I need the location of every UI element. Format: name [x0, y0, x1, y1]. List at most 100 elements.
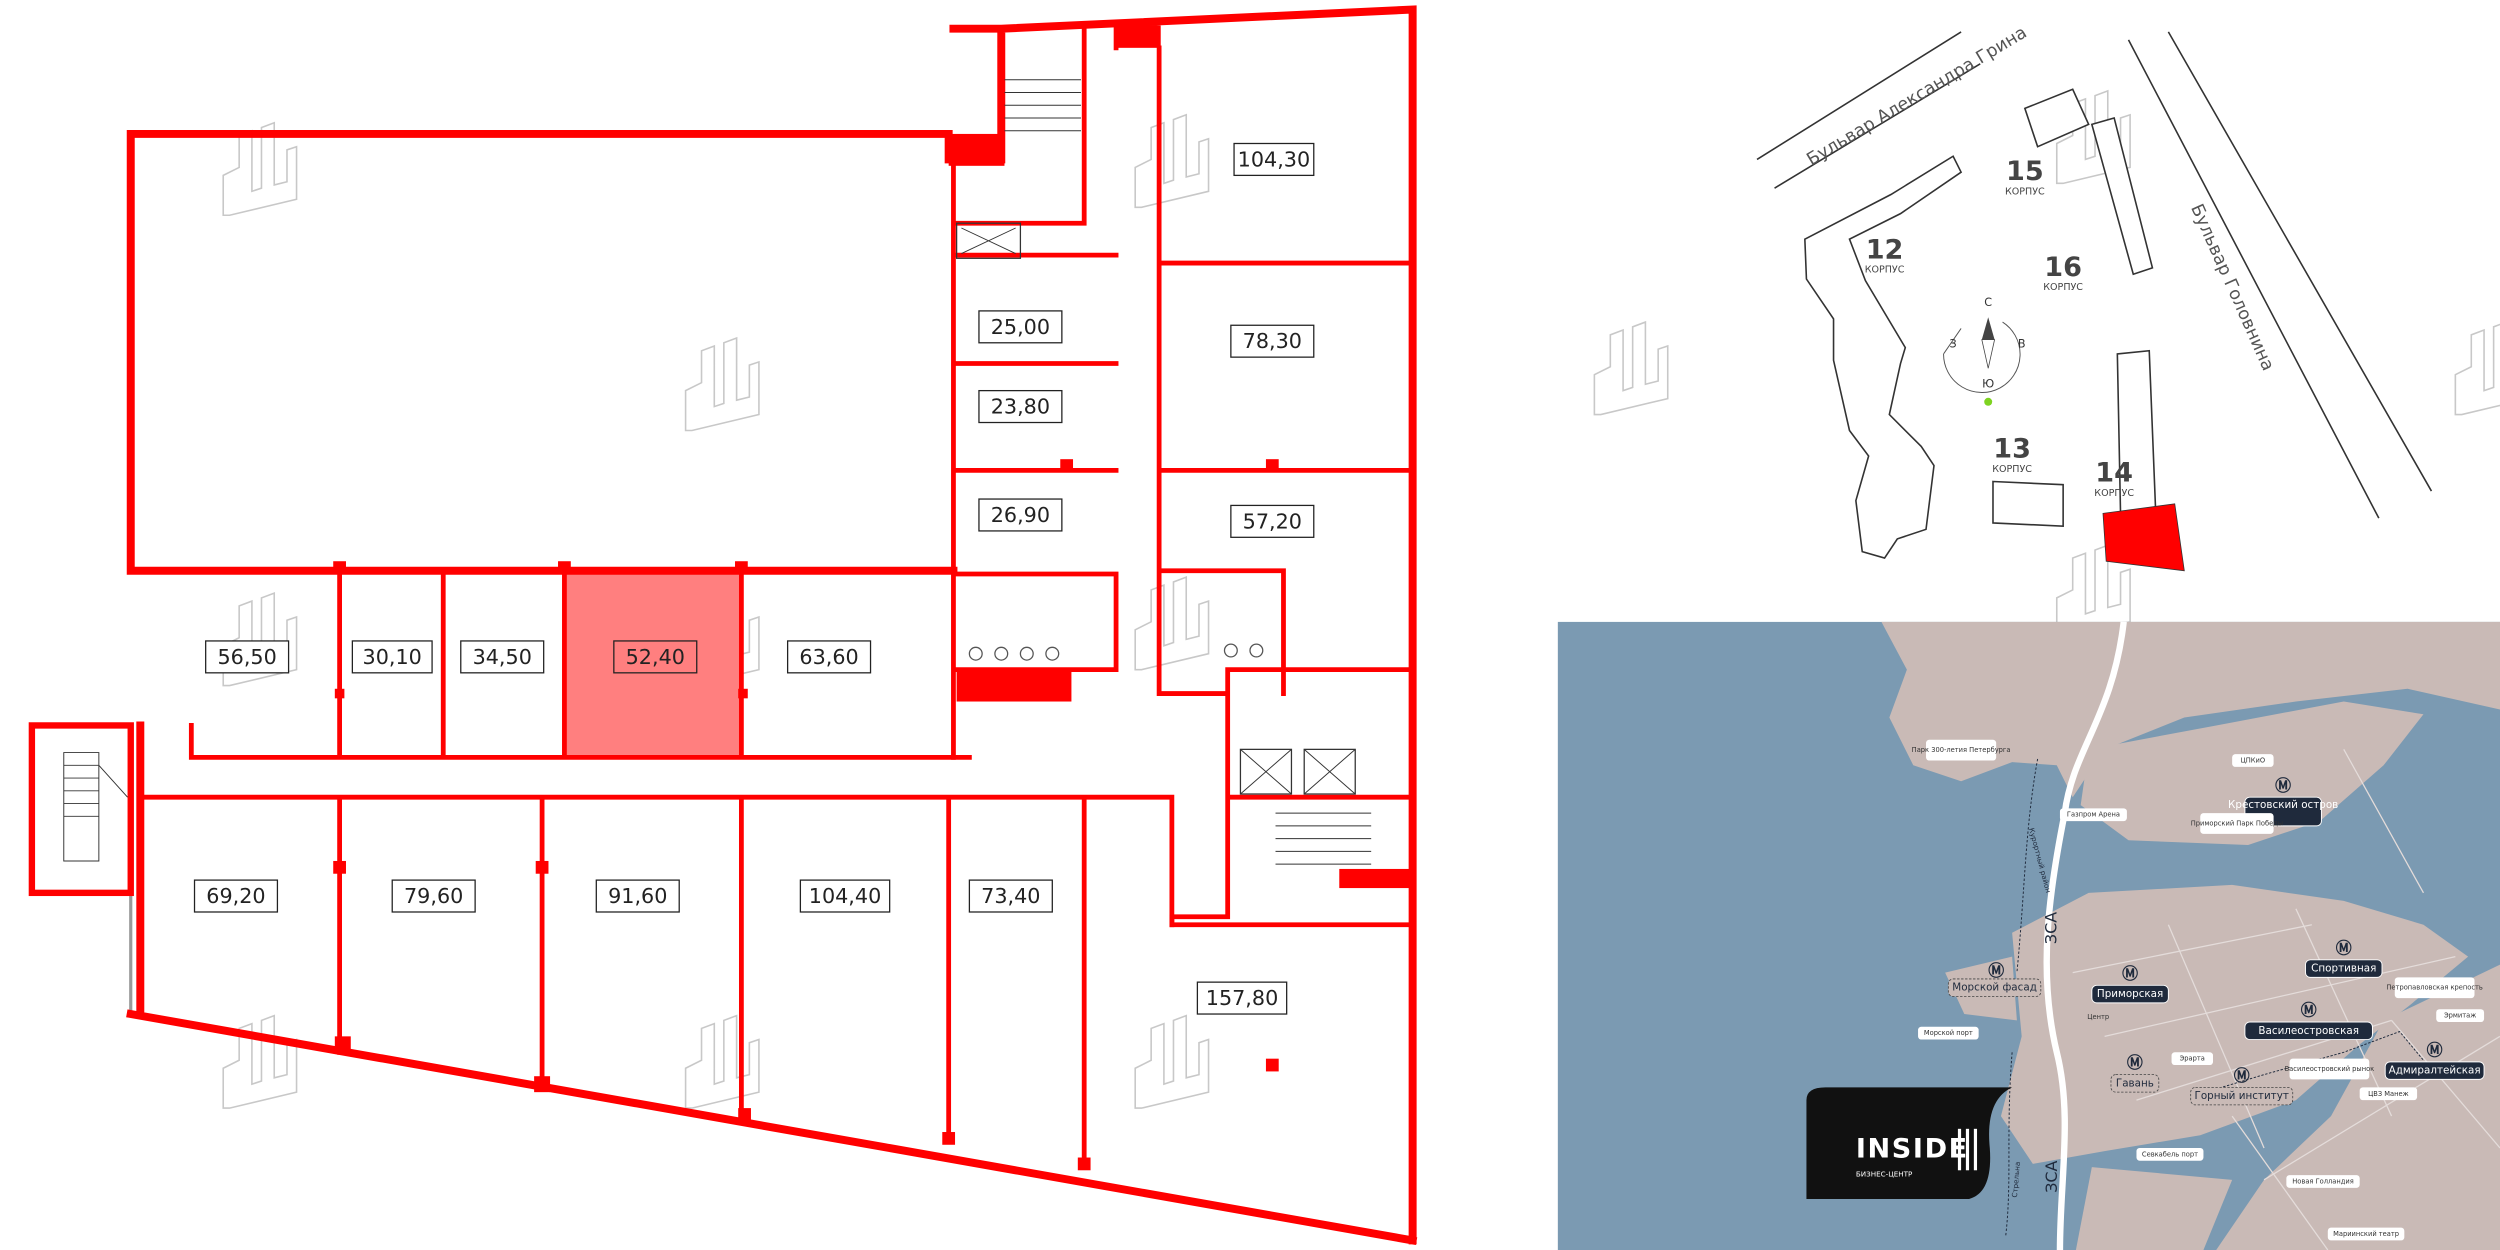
- room-26-90[interactable]: 26,90: [978, 498, 1063, 532]
- planned-station-gorny[interactable]: Горный институт: [2190, 1086, 2294, 1106]
- svg-text:БИЗНЕС-ЦЕНТР: БИЗНЕС-ЦЕНТР: [1856, 1170, 1913, 1179]
- compass-icon: С Ю З В: [1943, 296, 2026, 406]
- svg-text:Газпром Арена: Газпром Арена: [2067, 811, 2120, 819]
- svg-text:34,50: 34,50: [473, 645, 532, 669]
- room-25-00[interactable]: 25,00: [978, 310, 1063, 344]
- building-16-label: КОРПУС: [2043, 282, 2083, 293]
- planned-station-morskoy-fasad[interactable]: Морской фасад: [1947, 978, 2042, 997]
- svg-text:Ⓜ: Ⓜ: [2427, 1040, 2443, 1059]
- room-23-80[interactable]: 23,80: [978, 389, 1063, 424]
- svg-text:Горный институт: Горный институт: [2195, 1090, 2289, 1102]
- floor-plan: 104,30 25,00 78,30 23,80 26,90 57,20 56,…: [28, 5, 1418, 1246]
- svg-text:Эрмитаж: Эрмитаж: [2444, 1012, 2476, 1020]
- svg-text:Новая Голландия: Новая Голландия: [2292, 1177, 2354, 1185]
- room-78-30[interactable]: 78,30: [1230, 324, 1315, 358]
- metro-station-admiralteyskaya[interactable]: Адмиралтейская: [2384, 1061, 2485, 1080]
- building-16-number: 16: [2044, 252, 2082, 283]
- metro-station-sportivnaya[interactable]: Спортивная: [2305, 959, 2383, 978]
- selected-building-highlight[interactable]: [2102, 503, 2185, 572]
- svg-text:Ⓜ: Ⓜ: [2301, 1001, 2317, 1020]
- svg-text:Ⓜ: Ⓜ: [2122, 964, 2138, 983]
- zsa-highway: [2043, 621, 2127, 1250]
- svg-text:Мариинский театр: Мариинский театр: [2333, 1230, 2399, 1238]
- svg-text:79,60: 79,60: [404, 884, 463, 908]
- metro-station-primorskaya[interactable]: Приморская: [2091, 984, 2169, 1004]
- svg-text:23,80: 23,80: [991, 395, 1050, 419]
- room-157-80[interactable]: 157,80: [1196, 981, 1288, 1015]
- city-map: ЗСА ЗСА Курортный район Стрельна Крестов…: [1557, 621, 2500, 1250]
- room-52-40[interactable]: 52,40: [613, 640, 698, 674]
- svg-text:ЦПКиО: ЦПКиО: [2241, 757, 2266, 765]
- svg-text:157,80: 157,80: [1206, 986, 1279, 1010]
- restroom-icons: [968, 643, 1264, 661]
- building-15-number: 15: [2006, 156, 2044, 187]
- svg-text:Петропавловская крепость: Петропавловская крепость: [2386, 984, 2482, 992]
- street-label-golovnina: Бульвар Головнина: [2186, 201, 2278, 374]
- room-34-50[interactable]: 34,50: [460, 640, 545, 674]
- svg-text:52,40: 52,40: [626, 645, 685, 669]
- svg-text:Морской порт: Морской порт: [1924, 1029, 1973, 1037]
- building-13-number: 13: [1993, 434, 2031, 465]
- road-label: ЗСА: [2042, 1160, 2061, 1192]
- svg-text:Спортивная: Спортивная: [2311, 963, 2376, 975]
- svg-text:56,50: 56,50: [217, 645, 276, 669]
- svg-text:57,20: 57,20: [1243, 509, 1302, 533]
- room-56-50[interactable]: 56,50: [205, 640, 290, 674]
- svg-text:Приморская: Приморская: [2097, 988, 2163, 1000]
- svg-text:91,60: 91,60: [608, 884, 667, 908]
- building-12-number: 12: [1866, 234, 1904, 265]
- room-91-60[interactable]: 91,60: [595, 879, 680, 913]
- room-79-60[interactable]: 79,60: [391, 879, 476, 913]
- svg-text:Ⓜ: Ⓜ: [2336, 938, 2352, 957]
- svg-text:Севкабель порт: Севкабель порт: [2142, 1150, 2198, 1158]
- svg-text:Ⓜ: Ⓜ: [2127, 1053, 2143, 1072]
- svg-text:104,40: 104,40: [809, 884, 882, 908]
- site-plan: Бульвар Александра Грина Бульвар Головни…: [1593, 23, 2500, 639]
- svg-text:Ⓜ: Ⓜ: [2234, 1066, 2250, 1085]
- room-69-20[interactable]: 69,20: [193, 879, 279, 913]
- svg-text:Ⓜ: Ⓜ: [2275, 776, 2291, 795]
- svg-text:Гавань: Гавань: [2116, 1077, 2154, 1089]
- building-12-label: КОРПУС: [1865, 265, 1905, 276]
- svg-text:78,30: 78,30: [1243, 329, 1302, 353]
- svg-text:25,00: 25,00: [991, 315, 1050, 339]
- building-14-number: 14: [2095, 458, 2133, 489]
- building-13-label: КОРПУС: [1992, 464, 2032, 475]
- svg-text:Крестовский остров: Крестовский остров: [2228, 799, 2338, 811]
- svg-text:ЦВЗ Манеж: ЦВЗ Манеж: [2368, 1090, 2409, 1098]
- svg-text:В: В: [2018, 338, 2026, 351]
- svg-text:INSIDE: INSIDE: [1856, 1134, 1969, 1165]
- room-63-60[interactable]: 63,60: [786, 640, 872, 674]
- planned-station-gavan[interactable]: Гавань: [2110, 1074, 2160, 1093]
- road-label: ЗСА: [2042, 912, 2061, 944]
- room-104-30[interactable]: 104,30: [1233, 142, 1315, 177]
- svg-text:С: С: [1984, 296, 1992, 309]
- inside-logo: INSIDE БИЗНЕС-ЦЕНТР: [1806, 1087, 2013, 1199]
- svg-text:63,60: 63,60: [799, 645, 858, 669]
- svg-text:Ю: Ю: [1982, 377, 1994, 390]
- svg-text:Адмиралтейская: Адмиралтейская: [2389, 1065, 2481, 1077]
- room-57-20[interactable]: 57,20: [1230, 504, 1315, 538]
- building-15-label: КОРПУС: [2005, 187, 2045, 198]
- svg-text:104,30: 104,30: [1238, 147, 1311, 171]
- svg-text:Приморский Парк Победы: Приморский Парк Победы: [2191, 820, 2283, 828]
- exterior-walls: [126, 5, 1418, 1246]
- svg-text:Василеостровская: Василеостровская: [2258, 1025, 2359, 1037]
- svg-text:69,20: 69,20: [206, 884, 265, 908]
- svg-text:Парк 300-летия Петербурга: Парк 300-летия Петербурга: [1912, 746, 2011, 754]
- room-30-10[interactable]: 30,10: [351, 640, 433, 674]
- svg-text:73,40: 73,40: [981, 884, 1040, 908]
- svg-text:26,90: 26,90: [991, 503, 1050, 527]
- room-104-40[interactable]: 104,40: [799, 879, 891, 913]
- svg-text:Эрарта: Эрарта: [2180, 1055, 2205, 1063]
- direction-label: Стрельна: [2010, 1161, 2022, 1198]
- svg-text:Ⓜ: Ⓜ: [1988, 961, 2004, 980]
- metro-station-vasileostrovskaya[interactable]: Василеостровская: [2244, 1021, 2373, 1041]
- svg-text:Центр: Центр: [2087, 1013, 2109, 1021]
- room-73-40[interactable]: 73,40: [968, 879, 1053, 913]
- place-label: Парк 300-летия Петербурга ЦПКиО Газпром …: [1912, 739, 2485, 1241]
- street-label-grina: Бульвар Александра Грина: [1803, 23, 2030, 170]
- sun-icon: [1984, 397, 1993, 406]
- metro-icon: Ⓜ Ⓜ Ⓜ Ⓜ Ⓜ Ⓜ Ⓜ Ⓜ: [1988, 776, 2442, 1085]
